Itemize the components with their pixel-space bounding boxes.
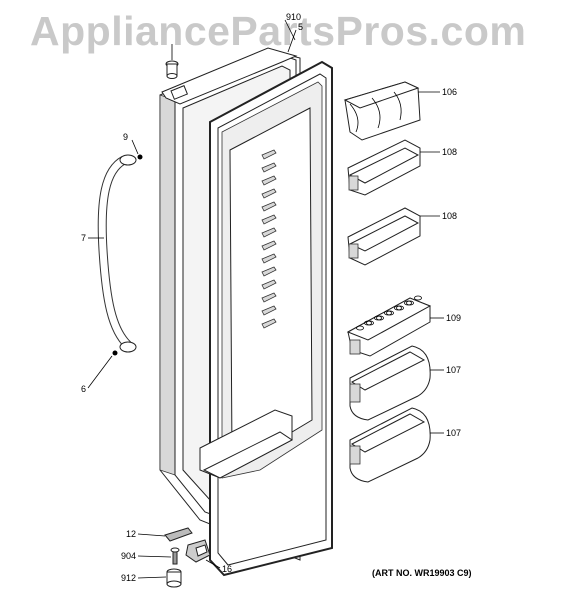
egg-cup [376,315,384,321]
shelf-rail-tab [261,305,277,316]
door-closer-cam[interactable] [185,539,211,563]
shelf-rail-tab [261,188,277,199]
hinge-screw-904[interactable] [170,547,180,565]
shelf-rail-tab [261,253,277,264]
shelf-rail-tab [261,162,277,173]
callout-5: 5 [298,22,303,32]
door-top-cap[interactable] [161,47,298,105]
callout-912: 912 [121,573,136,583]
door-bin-107-upper[interactable] [349,345,431,421]
shelf-rail-tab [261,292,277,303]
callout-109: 109 [446,313,461,323]
callout-16: 16 [222,564,232,574]
egg-tray-109[interactable] [346,295,432,357]
hinge-bushing-912[interactable] [166,568,182,588]
callout-12: 12 [126,529,136,539]
shelf-rail-tab [261,214,277,225]
callout-9: 9 [123,132,128,142]
callout-labels: 910 5 9 7 6 106 108 108 109 107 107 12 9… [81,12,472,583]
egg-cup [386,310,394,316]
dairy-bin-106[interactable] [343,81,421,141]
door-bin-107-lower[interactable] [349,407,431,483]
callout-108-lower: 108 [442,211,457,221]
door-bin-108-upper[interactable] [347,139,421,196]
callout-910: 910 [286,12,301,22]
egg-cup [414,295,422,301]
egg-cup [396,305,404,311]
egg-cup [356,325,364,331]
door-bin-108-lower[interactable] [347,207,421,266]
callout-106: 106 [442,87,457,97]
door-liner-gasket[interactable] [199,60,333,577]
shelf-rail-tab [261,240,277,251]
callout-108-upper: 108 [442,147,457,157]
shelf-rail-tab [261,201,277,212]
callout-107-upper: 107 [446,365,461,375]
handle-screw-top[interactable] [137,154,143,160]
callout-904: 904 [121,551,136,561]
callout-7: 7 [81,233,86,243]
shelf-rail-tab [261,149,277,160]
hinge-bushing[interactable] [165,60,179,79]
bottom-hinge-bracket[interactable] [164,527,193,542]
watermark-logo: AppliancePartsPros.com [30,8,527,54]
shelf-rail-tab [261,318,277,329]
callout-107-lower: 107 [446,428,461,438]
shelf-rail-tab [261,175,277,186]
egg-cup [366,320,374,326]
leader-lines [87,19,444,579]
shelf-rail-tab [261,266,277,277]
shelf-rail-tab [261,227,277,238]
callout-6: 6 [81,384,86,394]
egg-cup [406,300,414,306]
handle-screw-bottom[interactable] [112,350,118,356]
art-number: (ART NO. WR19903 C9) [372,568,472,578]
shelf-rail-tab [261,279,277,290]
door-handle[interactable] [97,154,137,353]
